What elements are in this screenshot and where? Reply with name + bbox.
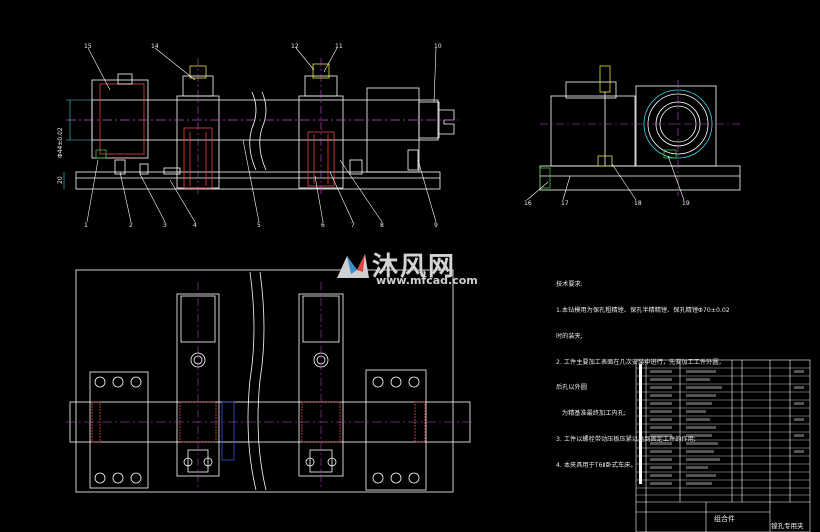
callout-10: 10: [434, 43, 442, 50]
leaders-top: [86, 47, 437, 223]
top-view: [69, 269, 471, 493]
callout-9: 9: [434, 222, 438, 229]
callout-1: 1: [84, 222, 88, 229]
notes-line-1: 1.本钻模用为保孔粗精镗、保孔半精精镗、保孔精镗Φ70±0.02: [556, 306, 730, 314]
callout-4: 4: [193, 222, 197, 229]
notes-line-6: 3. 工件以螺栓带动压板压紧以达到固定工件的作用;: [556, 435, 696, 443]
callout-8: 8: [380, 222, 384, 229]
front-view: [75, 63, 455, 190]
notes-line-7: 4. 本夹具用于T6Ⅱ卧式车床。: [556, 461, 637, 469]
title-block-rows: [636, 367, 810, 496]
notes-line-5: 为精基准最终加工内孔;: [556, 410, 626, 418]
callout-5: 5: [257, 222, 261, 229]
dimension-small: 20: [57, 176, 64, 184]
callout-17: 17: [561, 200, 569, 207]
technical-requirements: 技术要求: 1.本钻模用为保孔粗精镗、保孔半精精镗、保孔精镗Φ70±0.02 时…: [556, 264, 730, 479]
watermark-logo-icon: [337, 254, 369, 278]
callout-18: 18: [634, 200, 642, 207]
callout-11: 11: [335, 43, 343, 50]
callout-7: 7: [351, 222, 355, 229]
title-block-name: 组合件: [714, 515, 735, 523]
notes-line-2: 时的装夹;: [556, 332, 583, 340]
callout-15: 15: [84, 43, 92, 50]
callout-16: 16: [524, 200, 532, 207]
title-block-drawing-title: 镗孔专用夹: [771, 522, 804, 530]
dimension-front: [63, 99, 92, 189]
notes-line-4: 后孔以外圆: [556, 384, 587, 392]
callout-14: 14: [151, 43, 159, 50]
notes-heading: 技术要求:: [556, 281, 583, 289]
watermark-url: www.mfcad.com: [376, 274, 478, 287]
callout-6: 6: [321, 222, 325, 229]
title-block: [635, 359, 811, 532]
dimension-label: Φ44±0.02: [57, 127, 64, 158]
callout-19: 19: [682, 200, 690, 207]
callout-3: 3: [163, 222, 167, 229]
watermark-text: 沐风网: [372, 252, 457, 282]
side-view: [539, 65, 741, 191]
callout-12: 12: [291, 43, 299, 50]
callout-2: 2: [129, 222, 133, 229]
notes-line-3: 2. 工件主要加工表面在几次安装中进行，先安加工工件外圆，: [556, 358, 725, 366]
